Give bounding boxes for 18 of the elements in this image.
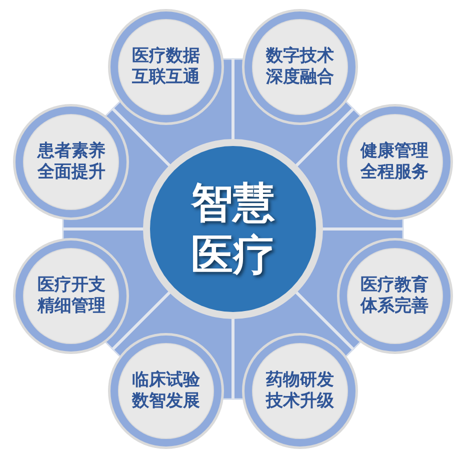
topic-circle (336, 238, 453, 354)
topic-circle (108, 332, 224, 449)
topic-circle (13, 104, 130, 220)
topic-label: 数字技术深度融合 (264, 46, 335, 88)
topic-label: 患者素养全面提升 (36, 141, 106, 184)
topic-label: 药物研发技术升级 (264, 370, 335, 412)
topic-label: 医疗教育体系完善 (359, 274, 430, 317)
center-title: 智慧医疗 (190, 177, 276, 281)
topic-circle (13, 238, 130, 354)
topic-label: 临床试验数智发展 (130, 370, 202, 412)
topic-circle (108, 9, 224, 126)
topic-label: 医疗开支精细管理 (36, 274, 106, 317)
topic-label: 医疗数据互联互通 (131, 46, 202, 88)
center-circle (143, 139, 323, 319)
topic-label: 健康管理全程服务 (359, 141, 430, 184)
topic-circle (336, 104, 453, 220)
topic-circle (242, 9, 358, 126)
topic-circle (242, 332, 358, 449)
